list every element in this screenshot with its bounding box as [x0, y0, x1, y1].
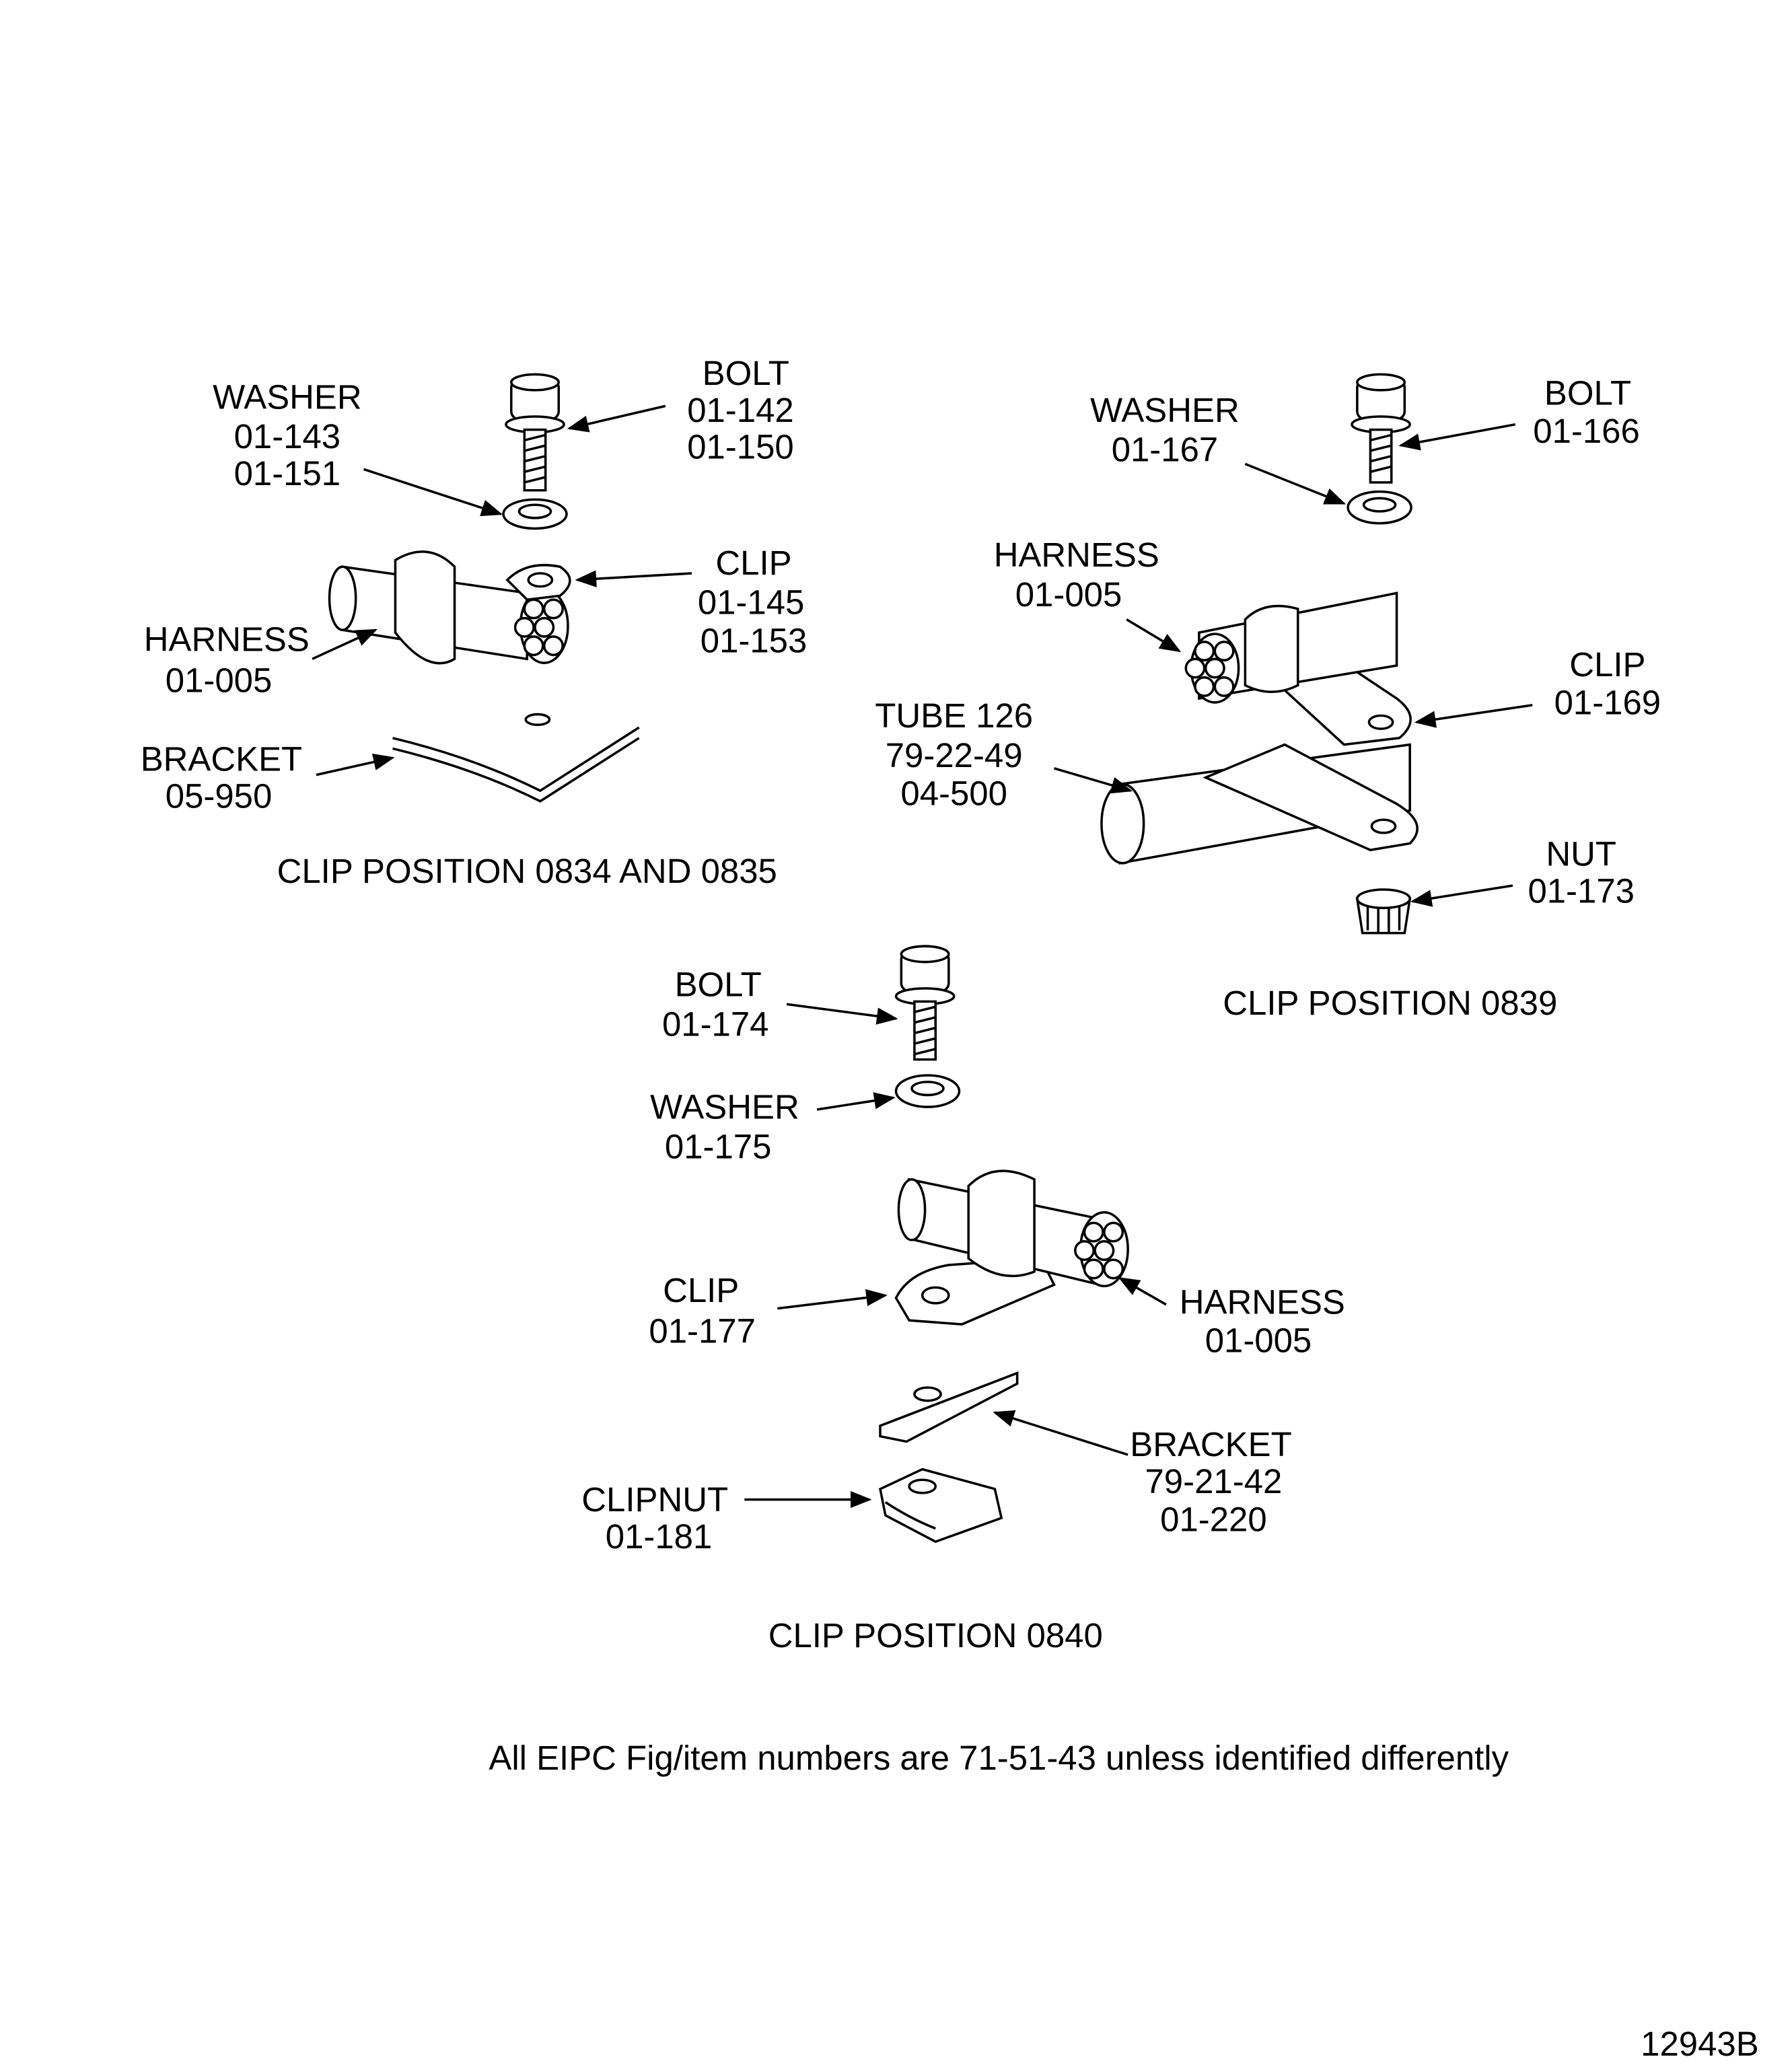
nut-label: NUT [1546, 835, 1616, 873]
harness-drawing [1184, 591, 1398, 704]
harness-label: HARNESS [994, 536, 1159, 574]
washer-part-number: 01-175 [665, 1127, 772, 1165]
washer-part-number: 01-151 [234, 454, 341, 493]
tube-drawing [1100, 743, 1419, 865]
figure-id: 12943B [1641, 2025, 1759, 2061]
bracket-label: BRACKET [141, 740, 302, 779]
bracket-part-number: 01-220 [1160, 1500, 1267, 1539]
nut-part-number: 01-173 [1528, 872, 1635, 910]
clip-label: CLIP [1569, 645, 1645, 684]
washer-part-number: 01-143 [234, 417, 341, 456]
washer-drawing [1347, 490, 1412, 525]
washer-drawing [502, 498, 568, 530]
washer-label: WASHER [213, 377, 362, 416]
harness-part-number: 01-005 [1205, 1321, 1312, 1359]
clip-drawing [505, 564, 571, 602]
clip-label: CLIP [663, 1271, 739, 1309]
bolt-drawing [894, 945, 956, 1061]
group-clip-position-0834: WASHER 01-143 01-151 BOLT 01-142 01-150 … [141, 354, 808, 890]
clip-part-number: 01-145 [698, 583, 805, 622]
harness-drawing [897, 1169, 1129, 1288]
group-clip-position-0840: BOLT 01-174 WASHER 01-175 CLIP 01-177 HA… [581, 945, 1345, 1655]
bolt-label: BOLT [1544, 373, 1631, 412]
bracket-part-number: 05-950 [166, 777, 273, 816]
bracket-part-number: 79-21-42 [1145, 1462, 1283, 1500]
bolt-part-number: 01-150 [687, 428, 794, 466]
group-clip-position-0839: WASHER 01-167 BOLT 01-166 HARNESS 01-005… [875, 373, 1661, 1022]
tube-part-number: 79-22-49 [886, 736, 1023, 774]
washer-part-number: 01-167 [1112, 431, 1219, 469]
arrows [744, 1003, 1167, 1509]
harness-part-number: 01-005 [1015, 575, 1122, 614]
arrows [312, 404, 692, 776]
caption: CLIP POSITION 0840 [768, 1616, 1103, 1655]
harness-part-number: 01-005 [166, 661, 273, 699]
bolt-part-number: 01-166 [1533, 412, 1640, 450]
nut-drawing [1355, 888, 1412, 935]
bolt-label: BOLT [675, 966, 762, 1004]
bolt-drawing [1351, 373, 1411, 484]
footnote: All EIPC Fig/item numbers are 71-51-43 u… [489, 1739, 1509, 1777]
bracket-drawing [392, 713, 640, 803]
clip-part-number: 01-169 [1554, 684, 1661, 722]
tube-label: TUBE 126 [875, 696, 1033, 735]
washer-drawing [894, 1074, 961, 1108]
bracket-label: BRACKET [1130, 1425, 1291, 1463]
bracket-drawing [879, 1371, 1019, 1443]
clip-part-number: 01-177 [649, 1312, 756, 1350]
clip-label: CLIP [715, 544, 791, 582]
clipnut-label: CLIPNUT [581, 1480, 728, 1519]
washer-label: WASHER [1090, 391, 1240, 429]
clipnut-drawing [879, 1468, 1003, 1544]
caption: CLIP POSITION 0834 AND 0835 [277, 852, 777, 890]
harness-drawing [328, 550, 569, 665]
harness-label: HARNESS [144, 620, 310, 659]
clip-part-number: 01-153 [701, 622, 808, 660]
caption: CLIP POSITION 0839 [1223, 984, 1557, 1022]
bolt-part-number: 01-174 [662, 1005, 769, 1043]
arrows [1053, 423, 1533, 907]
bolt-label: BOLT [703, 354, 789, 392]
tube-part-number: 04-500 [900, 774, 1007, 813]
bolt-drawing [505, 373, 565, 492]
clipnut-part-number: 01-181 [606, 1517, 713, 1556]
washer-label: WASHER [650, 1088, 799, 1126]
harness-label: HARNESS [1180, 1282, 1345, 1321]
bolt-part-number: 01-142 [687, 391, 794, 429]
